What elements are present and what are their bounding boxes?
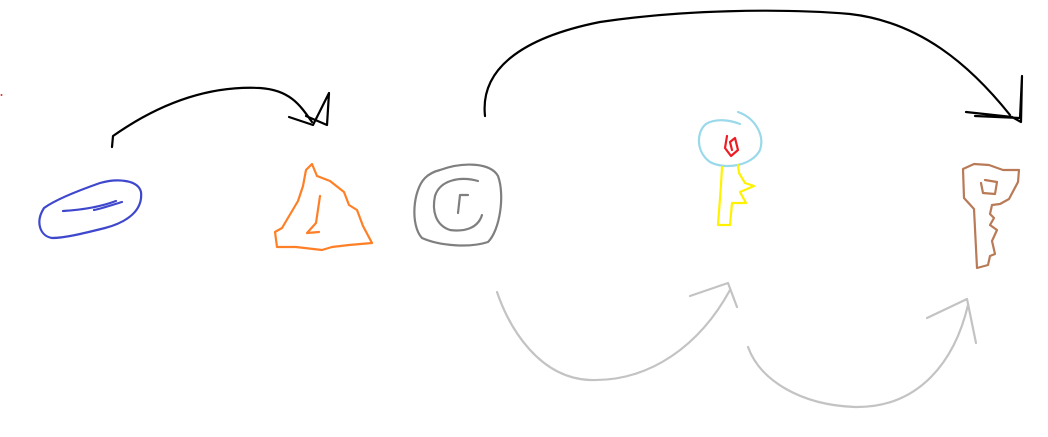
- red-dot-marker: [0, 94, 3, 96]
- blue-pebble: [38, 179, 143, 240]
- gray-spiral-stone: [413, 163, 503, 247]
- lightbulb-key: [697, 110, 763, 227]
- orange-shard: [273, 162, 374, 252]
- arrow-stone-to-key: [483, 9, 1024, 124]
- arrow-lightbulb-to-key: [746, 297, 978, 409]
- arrow-pebble-to-shard: [110, 86, 331, 149]
- arrow-stone-to-lightbulb: [495, 281, 739, 382]
- brown-key: [961, 162, 1021, 270]
